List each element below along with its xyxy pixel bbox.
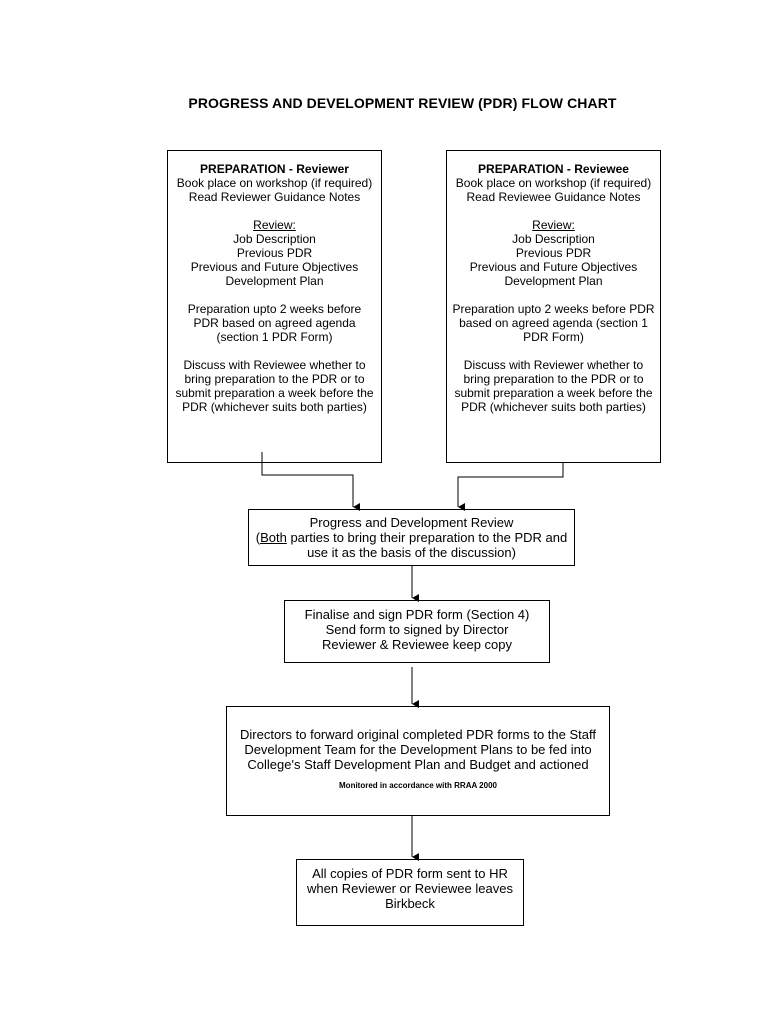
- monitoring-note: Monitored in accordance with RRAA 2000: [339, 781, 497, 790]
- reviewer-preparation-box: PREPARATION - Reviewer Book place on wor…: [167, 150, 382, 463]
- reviewee-book-workshop: Book place on workshop (if required): [455, 176, 652, 190]
- reviewer-review-item: Previous PDR: [236, 246, 313, 260]
- finalise-send-line: Send form to signed by Director: [325, 622, 509, 637]
- finalise-sign-line: Finalise and sign PDR form (Section 4): [304, 607, 530, 622]
- reviewee-review-item: Job Description: [512, 232, 595, 246]
- reviewee-review-label: Review:: [532, 218, 575, 232]
- reviewer-heading-role: - Reviewer: [285, 162, 349, 176]
- reviewer-review-item: Development Plan: [225, 274, 324, 288]
- finalise-form-box: Finalise and sign PDR form (Section 4) S…: [284, 600, 550, 663]
- pdr-meeting-title: Progress and Development Review: [309, 515, 514, 530]
- directors-forward-text: Directors to forward original completed …: [240, 727, 596, 772]
- reviewer-discuss-note: Discuss with Reviewee whether to bring p…: [175, 358, 374, 414]
- reviewee-preparation-timing: Preparation upto 2 weeks before PDR base…: [452, 302, 655, 344]
- reviewer-heading-bold: PREPARATION: [200, 162, 286, 176]
- reviewer-review-item: Job Description: [233, 232, 316, 246]
- reviewer-heading: PREPARATION - Reviewer: [174, 162, 375, 176]
- pdr-paren: (: [255, 530, 261, 545]
- pdr-meeting-box: Progress and Development Review (Both pa…: [248, 509, 575, 566]
- hr-copies-text: All copies of PDR form sent to HR when R…: [307, 866, 513, 911]
- reviewee-heading-role: - Reviewee: [563, 162, 629, 176]
- reviewee-review-item: Previous PDR: [515, 246, 592, 260]
- reviewee-guidance-notes: Read Reviewee Guidance Notes: [466, 190, 641, 204]
- finalise-copy-line: Reviewer & Reviewee keep copy: [321, 637, 513, 652]
- pdr-meeting-description: (Both parties to bring their preparation…: [253, 530, 570, 560]
- reviewee-to-pdr-arrow: [457, 463, 564, 511]
- pdr-both-emphasis: Both: [260, 530, 287, 545]
- reviewee-review-item: Development Plan: [504, 274, 603, 288]
- directors-forward-box: Directors to forward original completed …: [226, 706, 610, 816]
- reviewee-heading-bold: PREPARATION: [478, 162, 564, 176]
- hr-copies-box: All copies of PDR form sent to HR when R…: [296, 859, 524, 926]
- reviewee-heading: PREPARATION - Reviewee: [451, 162, 656, 176]
- reviewee-preparation-box: PREPARATION - Reviewee Book place on wor…: [446, 150, 661, 463]
- reviewer-guidance-notes: Read Reviewer Guidance Notes: [188, 190, 361, 204]
- pdr-description-rest: parties to bring their preparation to th…: [286, 530, 568, 560]
- reviewee-discuss-note: Discuss with Reviewer whether to bring p…: [454, 358, 653, 414]
- reviewer-book-workshop: Book place on workshop (if required): [176, 176, 373, 190]
- page-title: PROGRESS AND DEVELOPMENT REVIEW (PDR) FL…: [188, 95, 617, 111]
- reviewer-preparation-timing: Preparation upto 2 weeks before PDR base…: [187, 302, 362, 344]
- reviewer-review-item: Previous and Future Objectives: [190, 260, 359, 274]
- reviewer-review-label: Review:: [253, 218, 296, 232]
- reviewee-review-item: Previous and Future Objectives: [469, 260, 638, 274]
